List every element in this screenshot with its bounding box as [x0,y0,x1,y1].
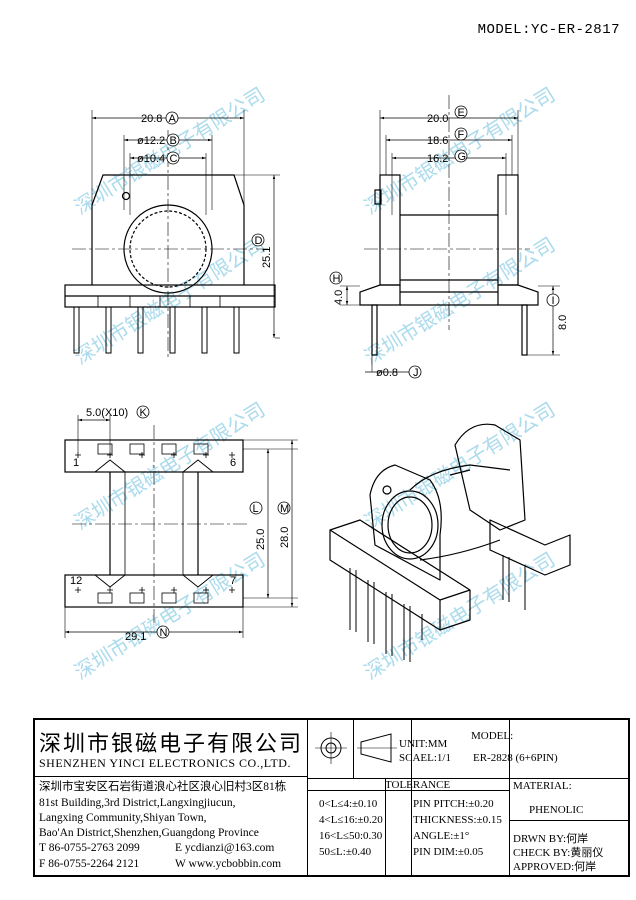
dim-m: 28.0 [279,527,291,548]
approved-by: APPROVED:何岸 [513,861,597,873]
scale-label: SCAEL:1/1 [399,752,451,764]
contact-fax: F 86-0755-2264 2121 [39,858,140,870]
ref-i: I [552,295,555,307]
dim-j: ø0.8 [376,367,398,379]
pin-spec-row: PIN DIM:±0.05 [413,846,484,858]
pin-12-label: 12 [70,575,82,587]
dim-d: 25.1 [261,247,273,268]
dim-l: 25.0 [255,529,267,550]
drawn-by: DRWN BY:何岸 [513,833,589,845]
ref-h: H [333,273,341,285]
contact-tel: T 86-0755-2763 2099 [39,842,140,854]
ref-b: B [170,135,177,147]
company-name-en: SHENZHEN YINCI ELECTRONICS CO.,LTD. [39,756,291,770]
ref-n: N [160,627,168,639]
material-label: MATERIAL: [513,780,572,792]
tolerance-title: TOLERANCE [385,779,451,791]
top-view [64,415,298,638]
dim-i: 8.0 [557,315,569,330]
front-view [64,110,280,360]
pin-spec-row: PIN PITCH:±0.20 [413,798,494,810]
dim-a: 20.8 [141,113,162,125]
top-view-labels: 5.0(X10) K 29.1 N 25.0 L 28.0 M 1 6 12 7 [70,405,291,643]
address-line-3: Langxing Community,Shiyan Town, [39,812,207,824]
ref-d: D [255,235,263,247]
cone-symbol-icon [357,733,397,763]
pin-7-label: 7 [230,575,236,587]
tolerance-row: 0<L≤4:±0.10 [319,798,378,810]
dim-k: 5.0(X10) [86,407,128,419]
side-view-labels: 20.0 E 18.6 F 16.2 G 4.0 H 8.0 I ø0.8 J [329,105,569,379]
dim-f: 18.6 [427,135,448,147]
dim-b: ø12.2 [137,135,165,147]
unit-label: UNIT:MM [399,738,448,750]
address-line-4: Bao'An District,Shenzhen,Guangdong Provi… [39,827,259,839]
pin-spec-row: ANGLE:±1° [413,830,470,842]
ref-c: C [170,153,178,165]
ref-f: F [458,129,465,141]
contact-email: E ycdianzi@163.com [175,842,275,854]
ref-e: E [458,107,465,119]
tolerance-row: 50≤L:±0.40 [319,846,372,858]
projection-symbol-icon [315,732,347,764]
tolerance-row: 4<L≤16:±0.20 [319,814,383,826]
dim-h: 4.0 [333,290,345,305]
ref-l: L [253,503,259,515]
ref-j: J [413,367,419,379]
ref-k: K [140,407,148,419]
pin-6-label: 6 [230,457,236,469]
address-line-2: 81st Building,3rd District,Langxingjiucu… [39,797,236,809]
material-value: PHENOLIC [529,804,584,816]
ref-g: G [458,151,467,163]
pin-1-label: 1 [73,457,79,469]
front-view-labels: 20.8 A ø12.2 B ø10.4 C 25.1 D [137,111,273,268]
dim-n: 29.1 [125,631,146,643]
dim-c: ø10.4 [137,153,165,165]
contact-web: W www.ycbobbin.com [175,858,282,870]
model-value: ER-2828 (6+6PIN) [473,752,558,764]
isometric-view [329,423,571,662]
model-title: MODEL:YC-ER-2817 [477,22,620,38]
watermark: 深圳市银磁电子有限公司 [360,232,559,369]
watermark: 深圳市银磁电子有限公司 [70,547,269,684]
watermark: 深圳市银磁电子有限公司 [70,82,269,219]
watermarks: 深圳市银磁电子有限公司 深圳市银磁电子有限公司 深圳市银磁电子有限公司 深圳市银… [70,82,559,684]
model-label: MODEL: [471,730,514,742]
title-block: 深圳市银磁电子有限公司 SHENZHEN YINCI ELECTRONICS C… [33,718,630,877]
dim-e: 20.0 [427,113,448,125]
checked-by: CHECK BY:黄丽仪 [513,847,604,859]
company-name-cn: 深圳市银磁电子有限公司 [39,732,304,757]
dim-g: 16.2 [427,153,448,165]
ref-m: M [280,503,289,515]
pin-spec-row: THICKNESS:±0.15 [413,814,502,826]
ref-a: A [169,113,177,125]
side-view [340,95,560,373]
address-line-1: 深圳市宝安区石岩街道浪心社区浪心旧村3区81栋 [39,781,287,793]
tolerance-row: 16<L≤50:0.30 [319,830,383,842]
